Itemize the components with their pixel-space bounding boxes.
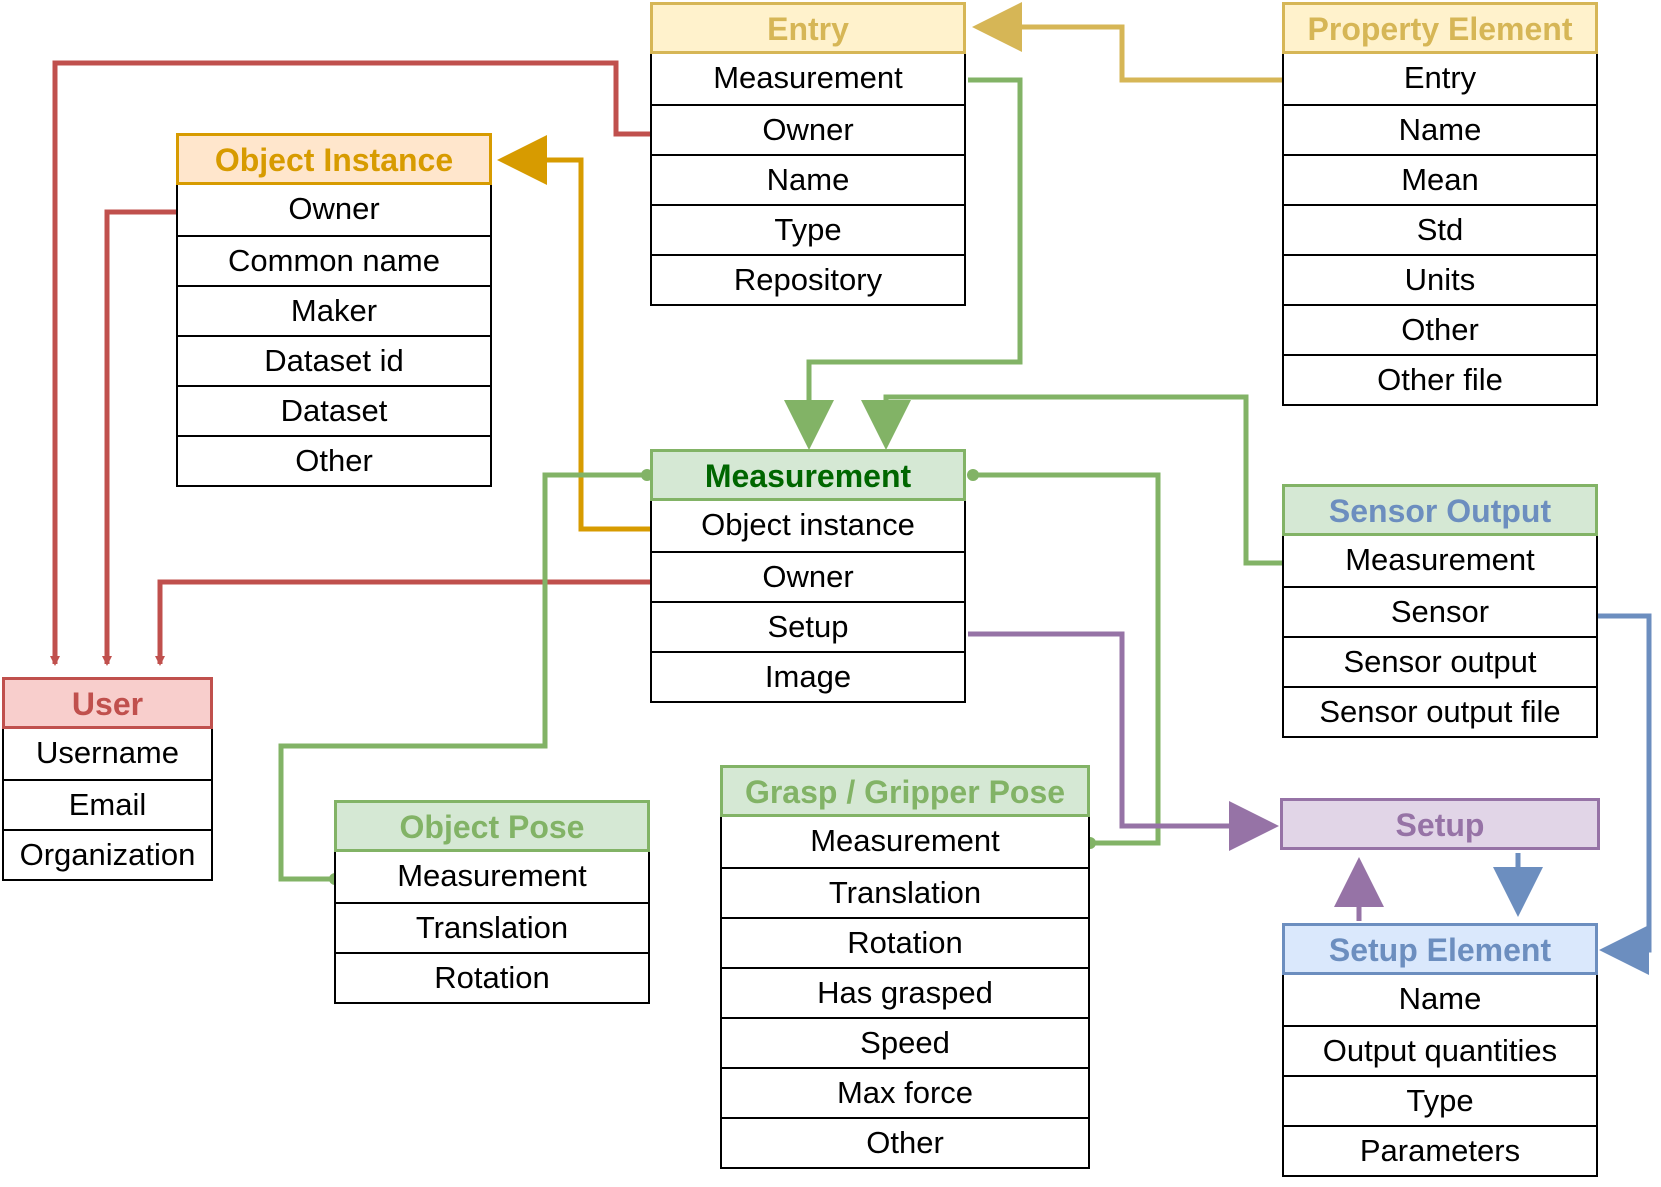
field-speed: Speed — [722, 1017, 1088, 1067]
entity-title: Setup — [1280, 798, 1600, 850]
field-sensor-output: Sensor output — [1284, 636, 1596, 686]
field-rotation: Rotation — [336, 952, 648, 1002]
field-dataset-id: Dataset id — [178, 335, 490, 385]
connector-object-instance-owner-user — [102, 209, 177, 666]
field-name: Name — [1398, 981, 1482, 1016]
field-organization: Organization — [4, 829, 211, 879]
connector-measurement-object-pose — [278, 472, 652, 882]
entity-title: Sensor Output — [1282, 484, 1598, 536]
field-other-file: Other file — [1284, 354, 1596, 404]
entity-title: Object Pose — [334, 800, 650, 852]
field-other: Other — [1284, 304, 1596, 354]
field-std: Std — [1284, 204, 1596, 254]
field-translation: Translation — [722, 867, 1088, 917]
field-sensor: Sensor — [1284, 586, 1596, 636]
field-name: Name — [1284, 104, 1596, 154]
field-parameters: Parameters — [1284, 1125, 1596, 1175]
field-sensor-output-file: Sensor output file — [1284, 686, 1596, 736]
field-username: Username — [36, 735, 179, 770]
field-rotation: Rotation — [722, 917, 1088, 967]
field-max-force: Max force — [722, 1067, 1088, 1117]
field-owner: Owner — [288, 191, 380, 226]
field-other: Other — [722, 1117, 1088, 1167]
connector-sensor-output-measurement — [861, 394, 1284, 566]
field-setup: Setup — [652, 601, 964, 651]
entity-title: User — [2, 677, 213, 729]
connector-dot — [967, 469, 979, 481]
field-measurement: Measurement — [713, 60, 903, 95]
field-has-grasped: Has grasped — [722, 967, 1088, 1017]
connector-sensor-output-sensor-setup-element — [1596, 613, 1652, 975]
entity-title: Entry — [650, 2, 966, 54]
connector-measurement-object-instance — [497, 135, 652, 532]
field-dataset: Dataset — [178, 385, 490, 435]
field-measurement: Measurement — [810, 823, 1000, 858]
connector-entry-owner-user — [50, 60, 652, 666]
field-output-quantities: Output quantities — [1284, 1025, 1596, 1075]
field-owner: Owner — [652, 551, 964, 601]
connector-measurement-setup — [968, 631, 1279, 851]
entity-setup: Setup — [1280, 798, 1600, 850]
field-name: Name — [652, 154, 964, 204]
field-common-name: Common name — [178, 235, 490, 285]
field-other: Other — [178, 435, 490, 485]
entity-title: Object Instance — [176, 133, 492, 185]
entity-title: Grasp / Gripper Pose — [720, 765, 1090, 817]
field-image: Image — [652, 651, 964, 701]
field-object-instance: Object instance — [701, 507, 915, 542]
entity-title: Setup Element — [1282, 923, 1598, 975]
field-measurement: Measurement — [397, 858, 587, 893]
field-mean: Mean — [1284, 154, 1596, 204]
field-units: Units — [1284, 254, 1596, 304]
field-maker: Maker — [178, 285, 490, 335]
connector-measurement-owner-user — [155, 579, 652, 666]
field-repository: Repository — [652, 254, 964, 304]
connector-entry-measurement — [784, 77, 1023, 450]
field-type: Type — [1284, 1075, 1596, 1125]
connector-property-element-entry — [972, 2, 1284, 83]
field-email: Email — [4, 779, 211, 829]
field-translation: Translation — [336, 902, 648, 952]
field-owner: Owner — [652, 104, 964, 154]
entity-title: Property Element — [1282, 2, 1598, 54]
connector-measurement-grasp-pose — [968, 472, 1161, 846]
field-measurement: Measurement — [1345, 542, 1535, 577]
field-type: Type — [652, 204, 964, 254]
entity-title: Measurement — [650, 449, 966, 501]
field-entry: Entry — [1403, 60, 1477, 95]
